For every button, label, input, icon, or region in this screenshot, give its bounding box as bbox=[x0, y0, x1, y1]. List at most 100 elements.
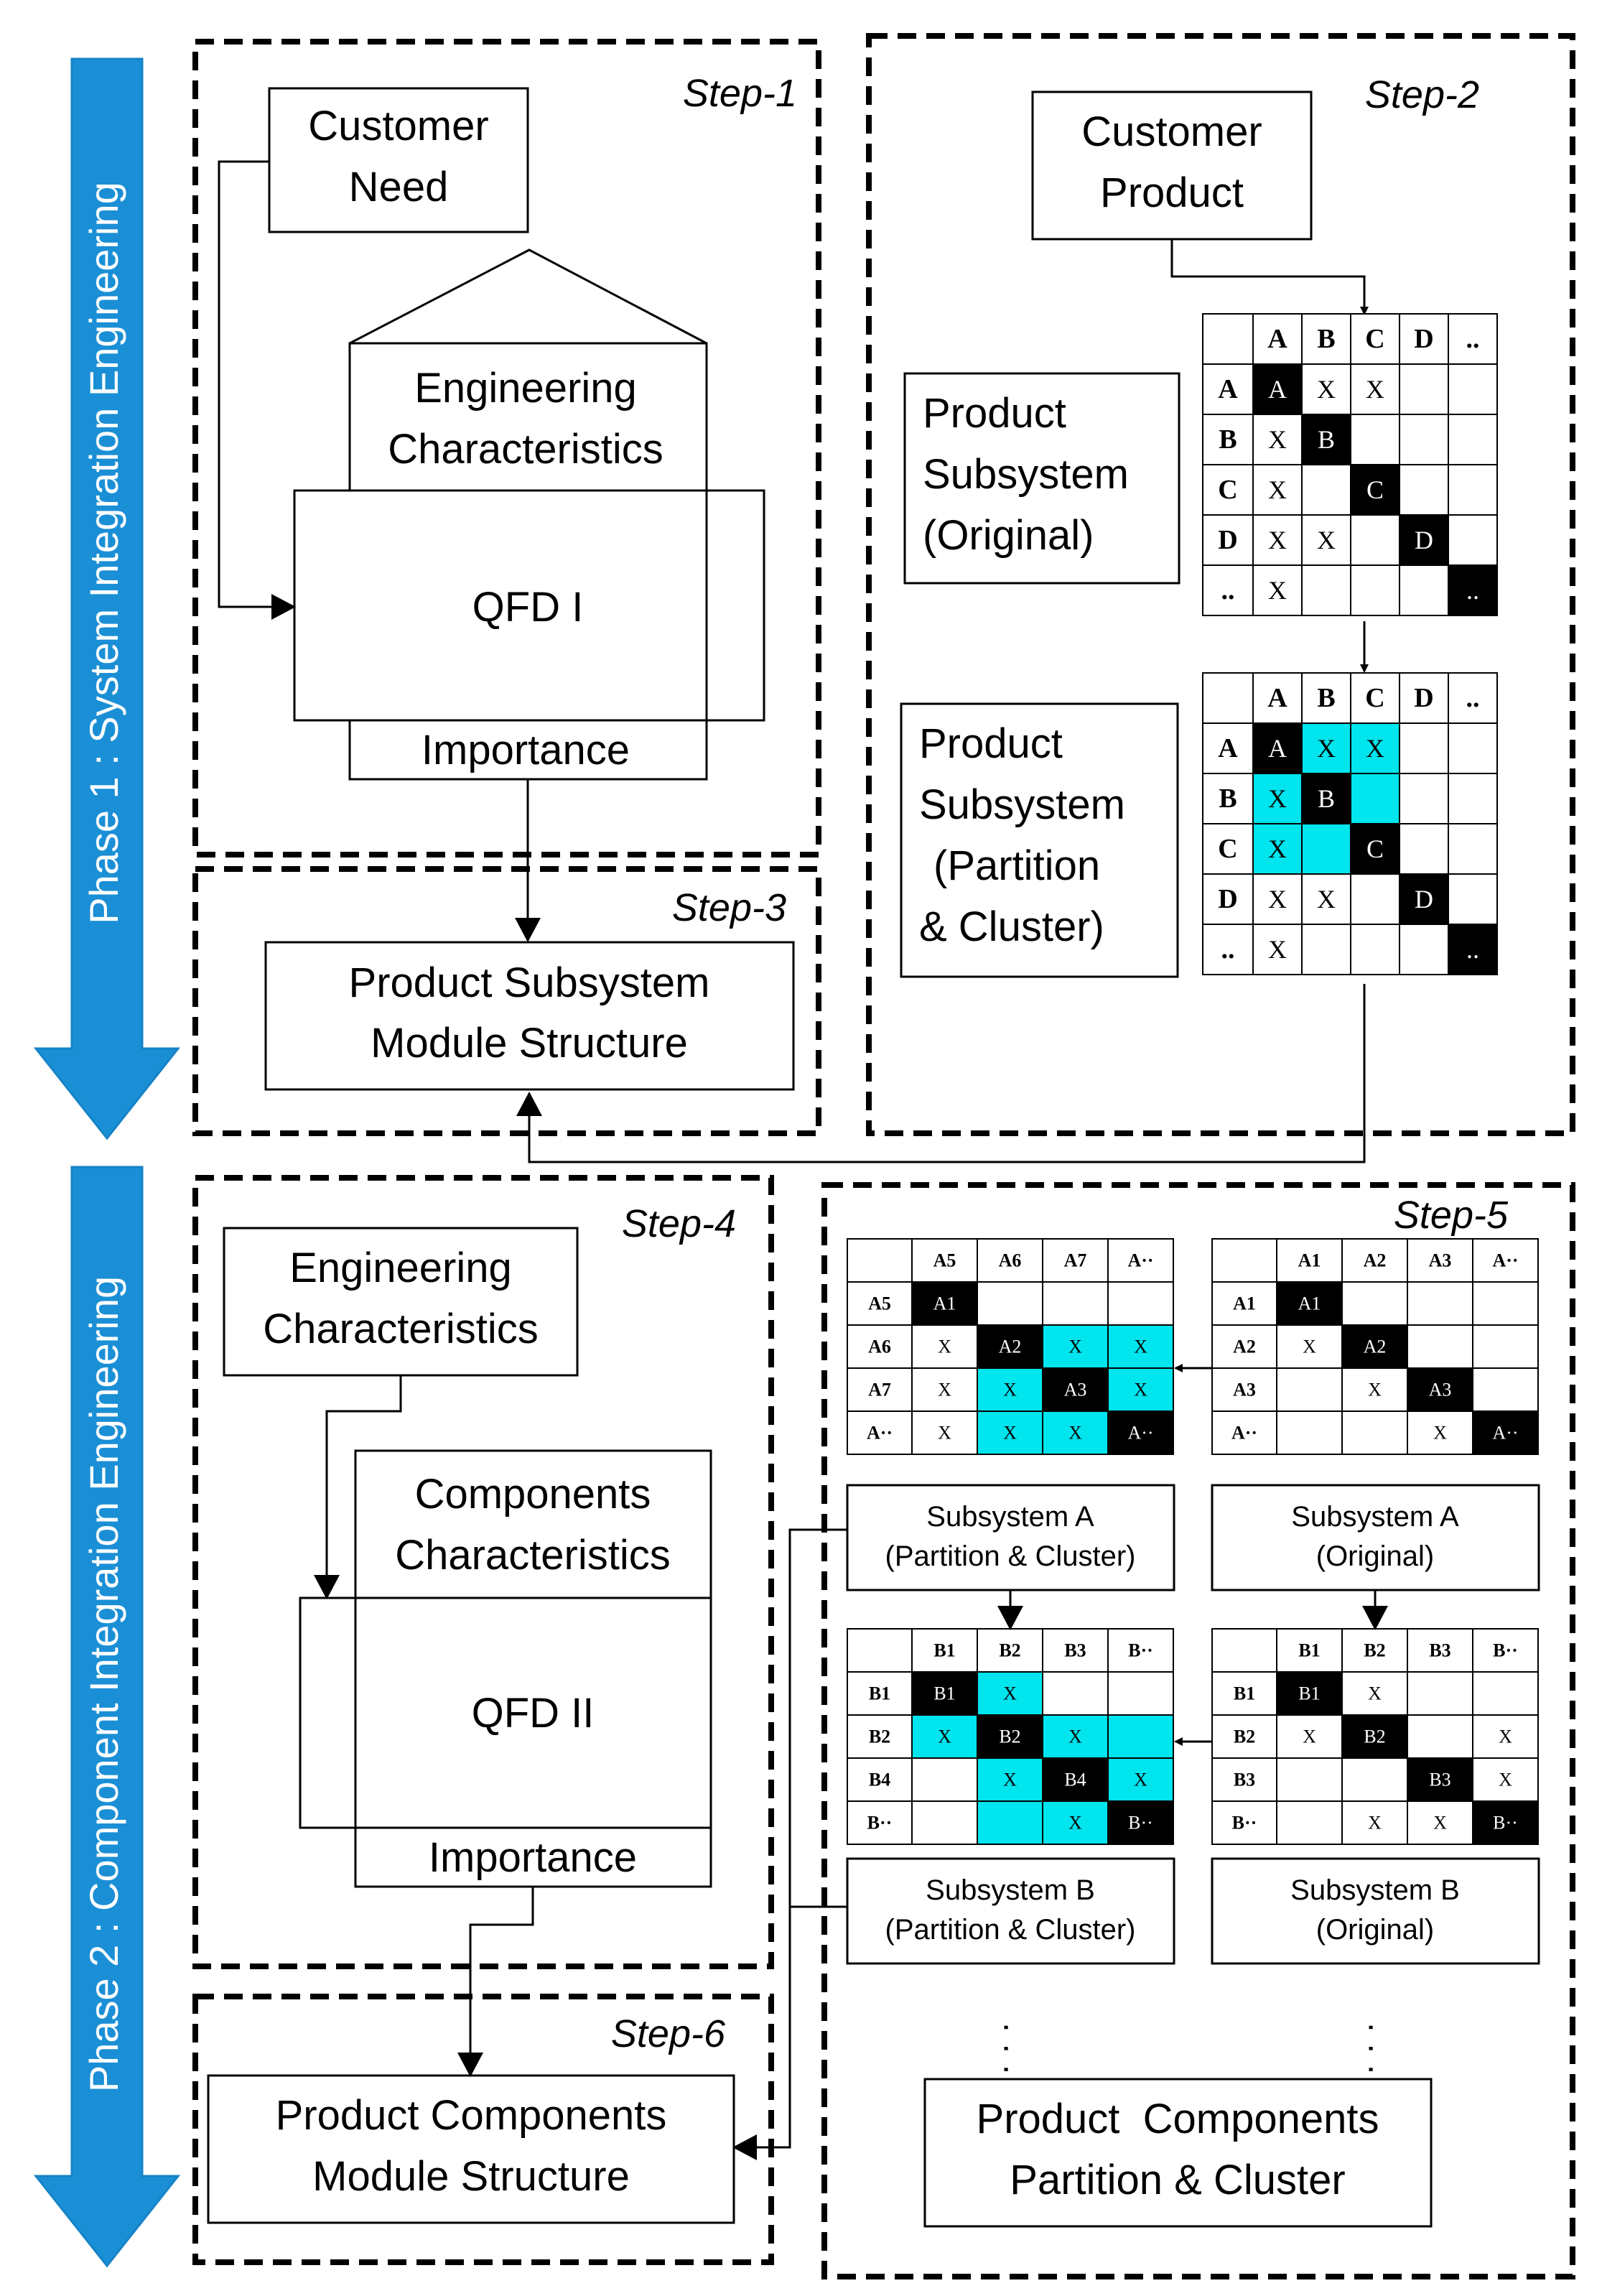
ellipsis-left: · · · bbox=[989, 2022, 1027, 2076]
matrix-cell bbox=[1276, 1367, 1343, 1412]
matrix-cell-value: X bbox=[1068, 1423, 1082, 1444]
matrix-column-header: A·· bbox=[1127, 1250, 1153, 1271]
matrix-highlight-cell bbox=[1350, 722, 1400, 774]
matrix-column-header: D bbox=[1414, 683, 1433, 713]
product-components-module-box: Product Components Module Structure bbox=[207, 2074, 735, 2224]
qfd-2-cc-line1: Components bbox=[415, 1471, 651, 1518]
customer-need-line1: Customer bbox=[308, 103, 488, 149]
matrix-cell-value: B3 bbox=[1429, 1770, 1450, 1790]
matrix-cell bbox=[1448, 414, 1498, 465]
matrix-cell-value: X bbox=[938, 1380, 951, 1400]
partition-cluster-line1: Product Components bbox=[977, 2096, 1379, 2142]
a-cluster-caption-line1: Subsystem A bbox=[926, 1501, 1094, 1533]
matrix-highlight-cell bbox=[1107, 1324, 1174, 1369]
matrix-highlight-cell bbox=[1042, 1410, 1109, 1455]
matrix-cell-value: B2 bbox=[1364, 1726, 1385, 1747]
matrix-diagonal-cell bbox=[1448, 924, 1498, 975]
matrix-row-header: A bbox=[1218, 733, 1238, 763]
matrix-cell-value: X bbox=[1366, 734, 1384, 763]
matrix-cell bbox=[1301, 924, 1351, 975]
matrix-cell bbox=[911, 1800, 978, 1845]
customer-need-box: Customer Need bbox=[268, 87, 529, 233]
step-2-label: Step-2 bbox=[1365, 73, 1479, 116]
matrix-row-header: A5 bbox=[868, 1293, 891, 1314]
matrix-cell bbox=[1399, 773, 1449, 824]
matrix-corner-cell bbox=[847, 1628, 913, 1673]
components-module-line1: Product Components bbox=[276, 2092, 667, 2139]
matrix-header-cell bbox=[911, 1238, 978, 1283]
matrix-row-header: B4 bbox=[869, 1770, 890, 1790]
matrix-cell bbox=[1399, 414, 1449, 465]
subsystem-b-original-caption: Subsystem B (Original) bbox=[1211, 1857, 1540, 1965]
subsystem-a-cluster-caption: Subsystem A (Partition & Cluster) bbox=[846, 1484, 1175, 1591]
matrix-highlight-cell bbox=[1107, 1367, 1174, 1412]
matrix-row-header: A·· bbox=[1231, 1423, 1257, 1444]
matrix-corner-cell bbox=[1211, 1238, 1277, 1283]
matrix-row-header-cell bbox=[1202, 873, 1254, 925]
phase-1-label: Phase 1 : System Integration Engineering bbox=[81, 182, 126, 924]
matrix-cell bbox=[1472, 1324, 1539, 1369]
matrix-column-header: B·· bbox=[1128, 1640, 1153, 1661]
matrix-cell bbox=[1301, 464, 1351, 516]
matrix-header-cell bbox=[1301, 313, 1351, 365]
matrix-diagonal-cell bbox=[1448, 564, 1498, 616]
b-original-caption-line1: Subsystem B bbox=[1290, 1874, 1460, 1906]
subsystem-cluster-line4: & Cluster) bbox=[919, 903, 1104, 950]
matrix-cell-value: X bbox=[938, 1726, 951, 1747]
matrix-row-header: A6 bbox=[868, 1337, 891, 1357]
matrix-column-header: C bbox=[1365, 324, 1384, 354]
subsystem-cluster-label-box: Product Subsystem (Partition & Cluster) bbox=[900, 702, 1179, 978]
matrix-header-cell bbox=[1448, 313, 1498, 365]
matrix-cell bbox=[1341, 1410, 1408, 1455]
matrix-row-header-cell bbox=[1202, 514, 1254, 566]
engineering-characteristics-box: Engineering Characteristics bbox=[223, 1227, 579, 1377]
step-3-frame bbox=[192, 866, 821, 1136]
matrix-cell-value: X bbox=[1368, 1380, 1382, 1400]
matrix-diagonal-cell bbox=[1276, 1671, 1343, 1716]
step-6-frame bbox=[192, 1994, 774, 2265]
matrix-cell-value: D bbox=[1415, 885, 1433, 914]
matrix-cell bbox=[1399, 924, 1449, 975]
matrix-column-header: .. bbox=[1466, 324, 1480, 354]
qfd-2-importance: Importance bbox=[429, 1834, 637, 1881]
matrix-row-header-cell bbox=[1211, 1671, 1277, 1716]
matrix-cell-value: .. bbox=[1466, 935, 1479, 964]
matrix-cell bbox=[1341, 1281, 1408, 1326]
matrix-header-cell bbox=[1407, 1238, 1473, 1283]
step4-ec-line2: Characteristics bbox=[263, 1306, 539, 1352]
matrix-column-header: A6 bbox=[999, 1250, 1022, 1271]
subsystem-b-cluster-caption: Subsystem B (Partition & Cluster) bbox=[846, 1857, 1175, 1965]
matrix-column-header: B bbox=[1317, 324, 1335, 354]
matrix-cell-value: A bbox=[1268, 375, 1287, 404]
matrix-header-cell bbox=[1107, 1238, 1174, 1283]
matrix-cell-value: X bbox=[1317, 734, 1336, 763]
matrix-column-header: .. bbox=[1466, 683, 1480, 713]
matrix-header-cell bbox=[1341, 1628, 1408, 1673]
subsystem-original-line2: Subsystem bbox=[923, 451, 1129, 498]
matrix-cell-value: D bbox=[1415, 526, 1433, 554]
matrix-row-header: B2 bbox=[1234, 1726, 1255, 1747]
matrix-cell bbox=[1276, 1757, 1343, 1802]
b-original-caption-line2: (Original) bbox=[1316, 1914, 1434, 1946]
matrix-cell-value: B4 bbox=[1064, 1770, 1086, 1790]
matrix-cell bbox=[1448, 464, 1498, 516]
matrix-row-header: A1 bbox=[1233, 1293, 1256, 1314]
matrix-row-header: D bbox=[1218, 884, 1237, 914]
matrix-row-header-cell bbox=[847, 1367, 913, 1412]
b-cluster-caption-line1: Subsystem B bbox=[926, 1874, 1095, 1906]
matrix-row-header: A3 bbox=[1233, 1380, 1256, 1400]
matrix-row-header: A·· bbox=[867, 1423, 893, 1444]
matrix-diagonal-cell bbox=[1472, 1410, 1539, 1455]
matrix-cell-value: B1 bbox=[933, 1683, 955, 1704]
matrix-cell bbox=[1252, 924, 1303, 975]
matrix-cell bbox=[1448, 363, 1498, 415]
matrix-corner-cell bbox=[1211, 1628, 1277, 1673]
matrix-diagonal-cell bbox=[1252, 363, 1303, 415]
matrix-highlight-cell bbox=[1301, 823, 1351, 875]
qfd-1-ec-line1: Engineering bbox=[414, 365, 637, 412]
subsystem-cluster-line3: (Partition bbox=[933, 842, 1100, 889]
matrix-column-header: A5 bbox=[933, 1250, 956, 1271]
matrix-cell-value: A2 bbox=[999, 1337, 1022, 1357]
matrix-cell bbox=[1350, 564, 1400, 616]
matrix-column-header: A bbox=[1267, 324, 1287, 354]
